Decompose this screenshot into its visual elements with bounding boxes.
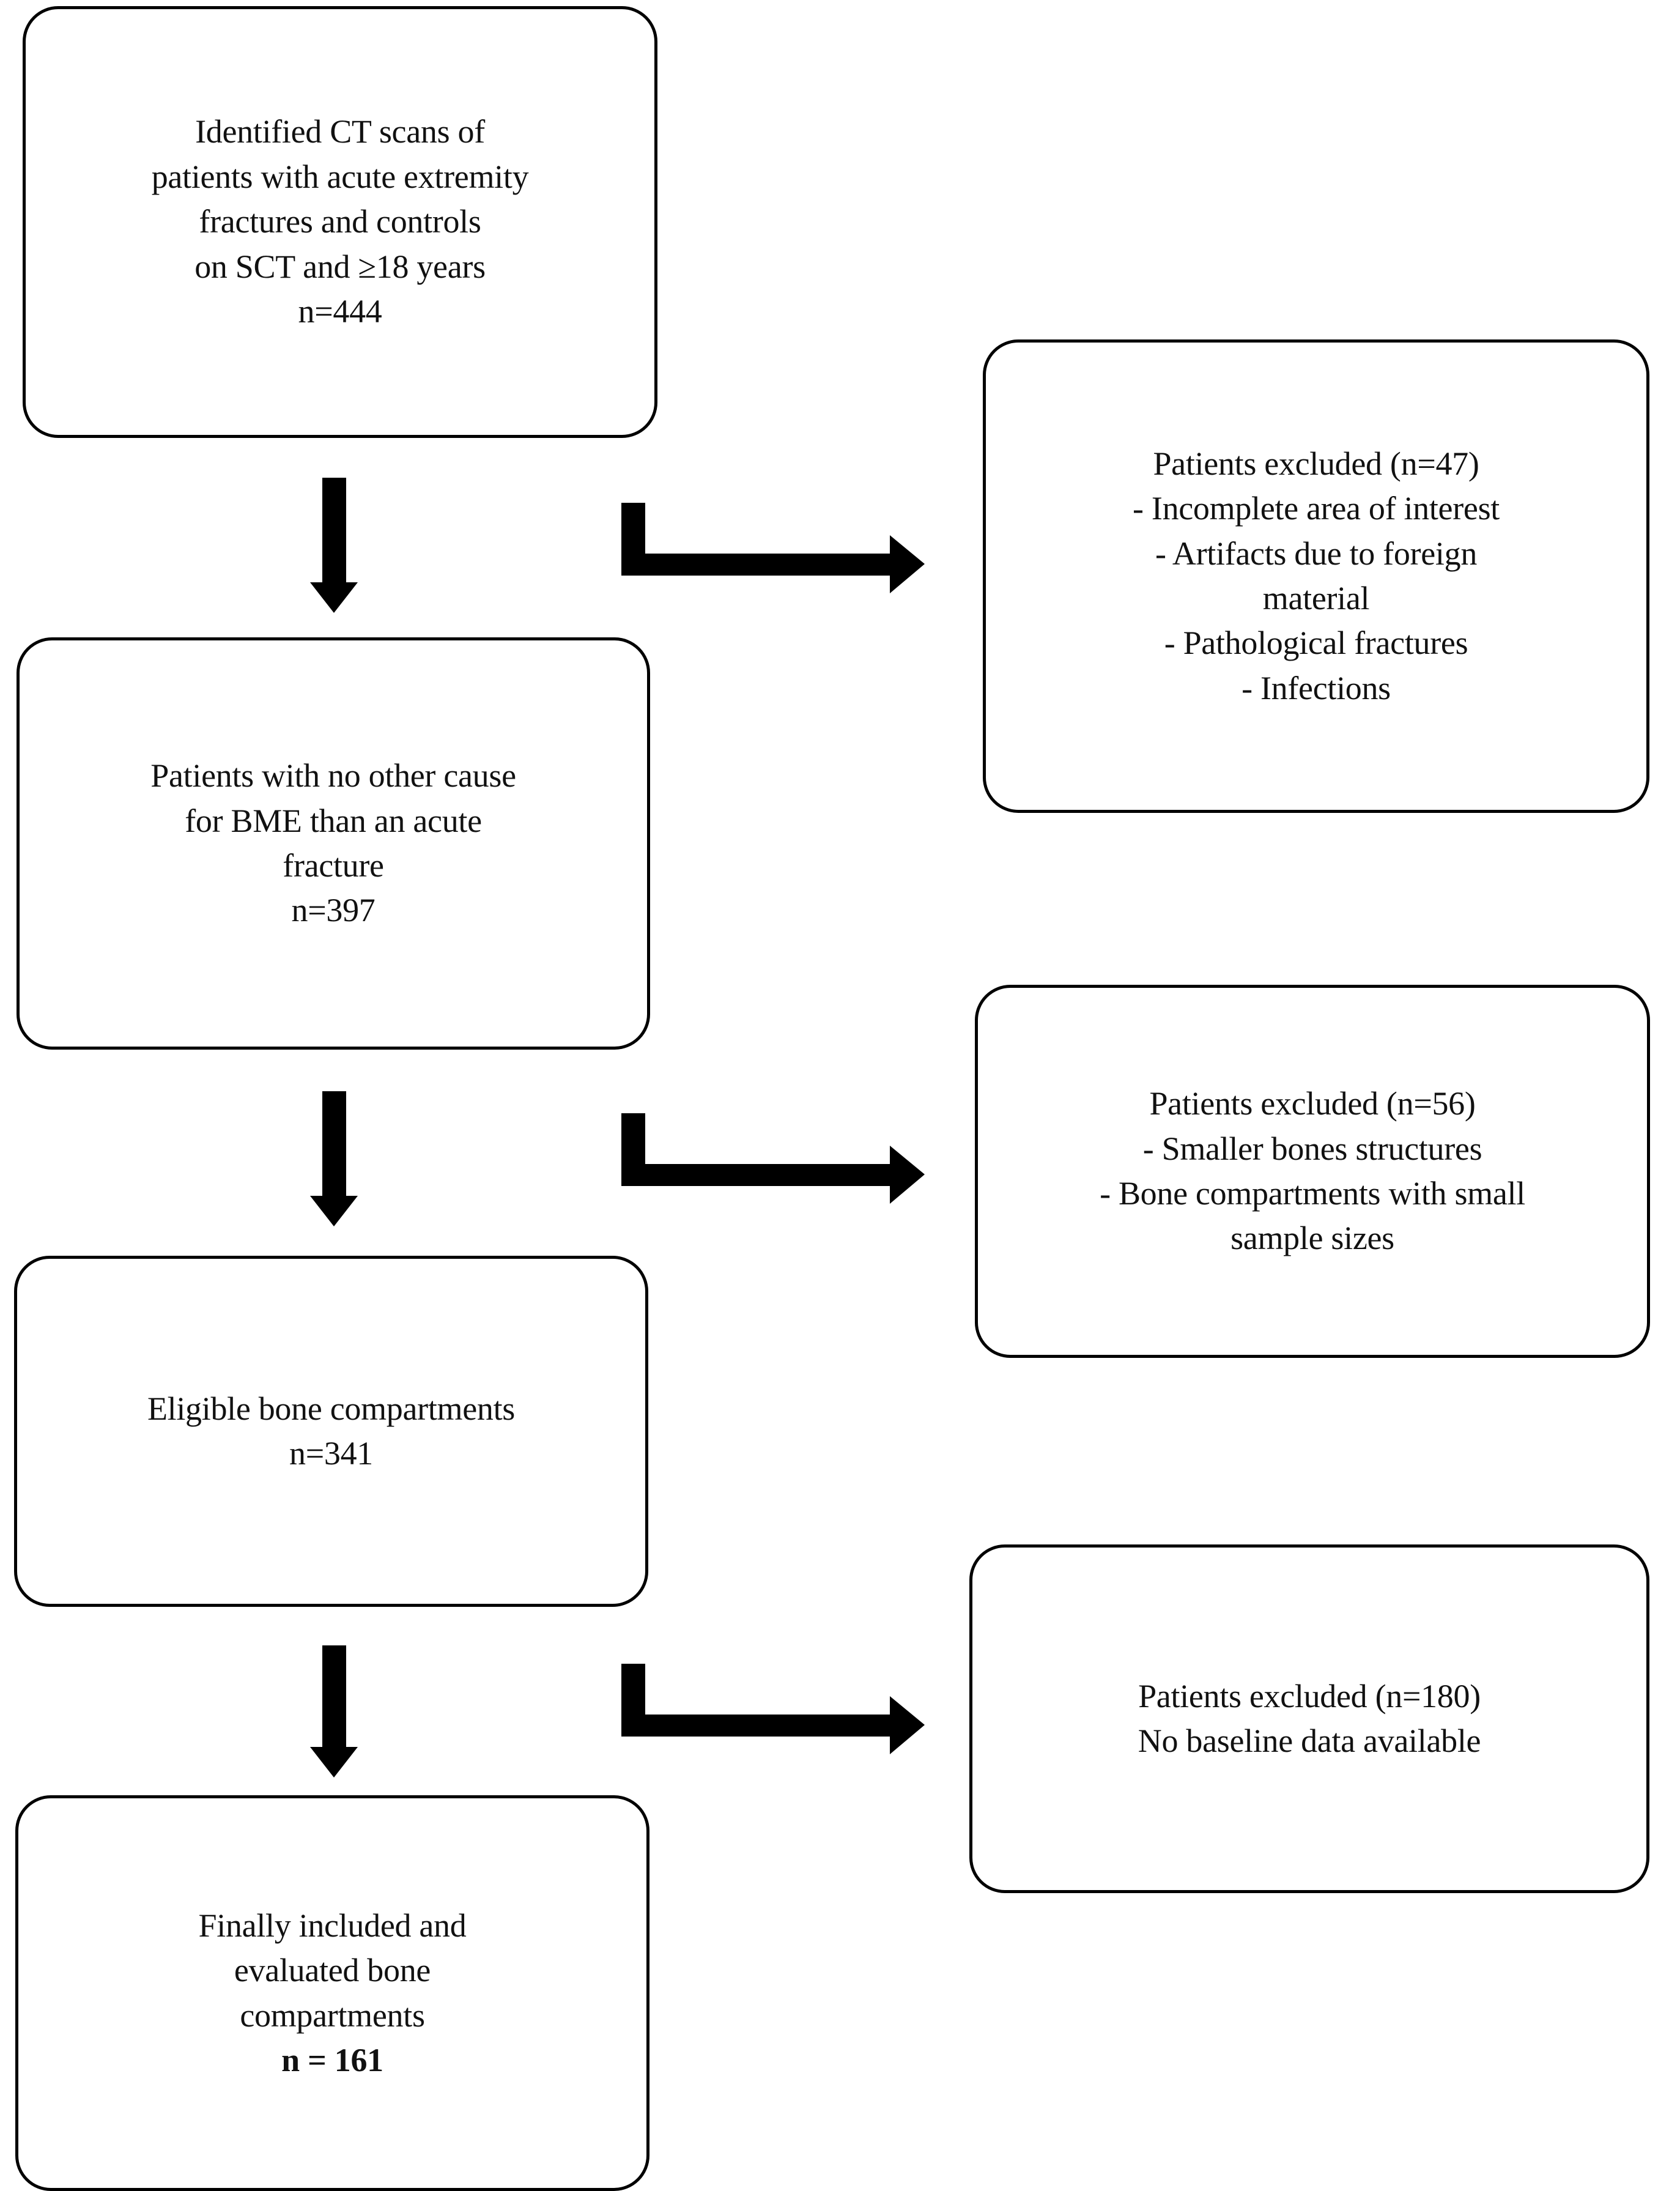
node-excluded-2: Patients excluded (n=56) - Smaller bones… xyxy=(975,985,1650,1358)
node-excluded-3: Patients excluded (n=180) No baseline da… xyxy=(969,1544,1649,1893)
node-identified-ct-scans-label: Identified CT scans of patients with acu… xyxy=(151,113,529,330)
elbow-arrow-2 xyxy=(621,1113,925,1204)
final-line-3: compartments xyxy=(240,1996,425,2034)
down-arrow-2 xyxy=(310,1091,358,1226)
elbow-arrow-1 xyxy=(621,503,925,593)
elbow-arrow-3 xyxy=(621,1664,925,1754)
final-n-label: n = 161 xyxy=(281,2041,383,2078)
final-line-1: Finally included and xyxy=(198,1907,467,1944)
down-arrow-3 xyxy=(310,1645,358,1778)
node-excluded-2-label: Patients excluded (n=56) - Smaller bones… xyxy=(1100,1085,1525,1257)
node-excluded-1: Patients excluded (n=47) - Incomplete ar… xyxy=(983,339,1649,813)
node-patients-no-other-cause: Patients with no other cause for BME tha… xyxy=(17,637,650,1050)
node-eligible-bone-compartments: Eligible bone compartments n=341 xyxy=(14,1256,648,1607)
node-excluded-1-label: Patients excluded (n=47) - Incomplete ar… xyxy=(1133,445,1500,706)
node-finally-included: Finally included and evaluated bone compar… xyxy=(15,1795,649,2191)
node-identified-ct-scans: Identified CT scans of patients with acu… xyxy=(23,6,657,438)
final-line-2: evaluated bone xyxy=(234,1952,431,1989)
node-finally-included-label: Finally included and evaluated bone compar… xyxy=(18,1904,646,2083)
node-excluded-3-label: Patients excluded (n=180) No baseline da… xyxy=(1138,1677,1481,1759)
down-arrow-1 xyxy=(310,478,358,613)
node-eligible-bone-compartments-label: Eligible bone compartments n=341 xyxy=(147,1390,516,1472)
node-patients-no-other-cause-label: Patients with no other cause for BME tha… xyxy=(150,757,516,929)
